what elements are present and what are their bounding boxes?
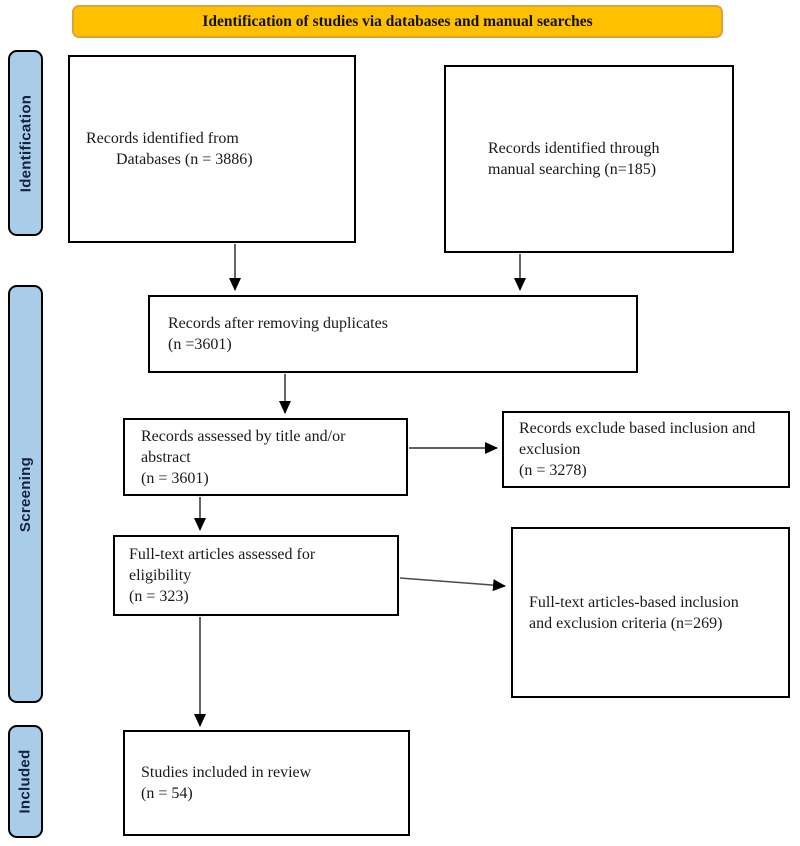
box-text-line: eligibility: [129, 567, 192, 584]
box-records-identified-databases: Records identified from Databases (n = 3…: [68, 55, 356, 243]
box-text-line: manual searching (n=185): [488, 161, 657, 178]
box-text-line: Records assessed by title and/or: [141, 427, 346, 445]
stage-label-included-text: Included: [17, 749, 35, 814]
stage-label-identification-text: Identification: [17, 94, 35, 192]
box-records-after-duplicates-removed: Records after removing duplicates (n =36…: [148, 295, 638, 373]
box-studies-included-review: Studies included in review (n = 54): [123, 730, 410, 836]
box-text-line: (n = 54): [141, 785, 193, 802]
box-records-identified-manual: Records identified through manual search…: [444, 65, 734, 253]
box-text-line: Full-text articles-based inclusion: [529, 593, 739, 611]
box-fulltext-excluded-criteria: Full-text articles-based inclusion and e…: [511, 527, 790, 698]
stage-label-identification: Identification: [8, 50, 43, 236]
box-text-line: Records identified from: [86, 130, 239, 147]
box-text-line: (n = 323): [129, 588, 189, 605]
box-text-line: (n =3601): [168, 336, 232, 353]
box-text-line: exclusion: [519, 441, 581, 458]
banner-title: Identification of studies via databases …: [202, 12, 593, 30]
box-text-line: Records exclude based inclusion and: [519, 420, 756, 437]
arrow-fulltext-to-fulltext-excluded: [399, 577, 506, 592]
stage-label-screening: Screening: [8, 285, 43, 703]
box-text-line: abstract: [141, 448, 191, 466]
box-text-line: Full-text articles assessed for: [129, 546, 316, 563]
banner: Identification of studies via databases …: [72, 5, 723, 38]
box-fulltext-assessed-eligibility: Full-text articles assessed for eligibil…: [113, 535, 399, 616]
stage-label-screening-text: Screening: [17, 456, 35, 532]
box-text-line: Records after removing duplicates: [168, 315, 388, 332]
box-records-assessed-title-abstract: Records assessed by title and/or abstrac…: [123, 418, 408, 496]
box-text-line: Databases (n = 3886): [116, 151, 253, 168]
box-text-line: Studies included in review: [141, 764, 312, 781]
box-text-line: (n = 3278): [519, 462, 587, 479]
box-records-excluded: Records exclude based inclusion and excl…: [502, 411, 790, 488]
box-text-line: and exclusion criteria (n=269): [529, 614, 723, 632]
stage-label-included: Included: [8, 725, 43, 838]
box-text-line: (n = 3601): [141, 469, 209, 487]
box-text-line: Records identified through: [488, 140, 660, 157]
